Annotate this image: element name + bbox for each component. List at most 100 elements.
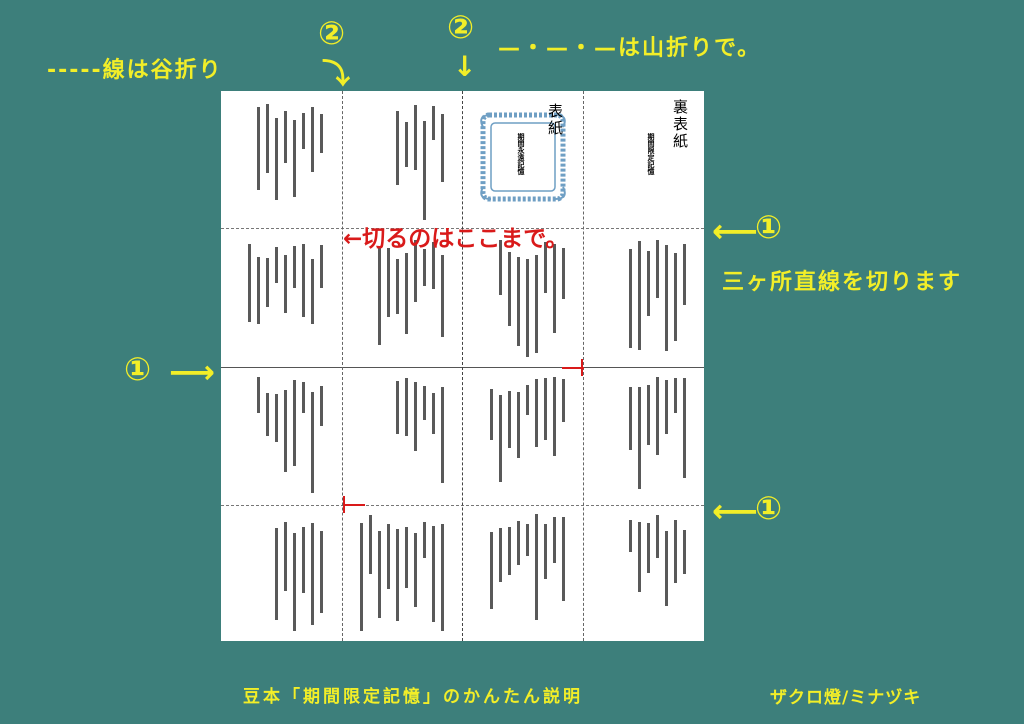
text-line	[508, 527, 511, 575]
text-line	[414, 240, 417, 302]
text-line	[553, 244, 556, 333]
text-line	[553, 377, 556, 456]
text-line	[320, 386, 323, 426]
text-line	[638, 387, 641, 489]
text-line	[517, 392, 520, 458]
text-line	[629, 520, 632, 552]
front-cover-subtitle: 期間永遠記憶	[517, 133, 525, 175]
text-line	[517, 257, 520, 346]
text-line	[544, 524, 547, 579]
marker-2-right: ②	[447, 8, 475, 46]
text-line	[396, 381, 399, 434]
text-line	[293, 246, 296, 288]
text-line	[432, 242, 435, 289]
back-cover-subtitle: 期間限定記憶	[647, 133, 655, 175]
marker-1-bottom: ①	[755, 489, 783, 527]
text-line	[629, 249, 632, 348]
text-line	[441, 255, 444, 337]
mountain-fold-note: —・—・—は山折りで。	[498, 36, 762, 61]
left-arrow-icon-2: ⟵	[712, 492, 758, 530]
cut-stop-mark-lower-tick	[343, 496, 345, 513]
cut-three-places-note: 三ヶ所直線を切ります	[722, 270, 963, 295]
text-line	[302, 382, 305, 413]
left-arrow-icon-1: ⟵	[712, 212, 758, 250]
text-line	[320, 245, 323, 288]
text-line	[499, 395, 502, 482]
cut-stop-mark-lower	[343, 504, 365, 506]
valley-fold-line-left	[342, 91, 343, 641]
text-line	[656, 240, 659, 298]
booklet-sheet: 表紙 期間永遠記憶 裏表紙 期間限定記憶	[221, 91, 704, 641]
text-line	[535, 514, 538, 620]
text-line	[257, 107, 260, 190]
text-line	[387, 248, 390, 317]
text-line	[293, 380, 296, 466]
marker-1-left: ①	[124, 350, 152, 388]
text-line	[526, 259, 529, 357]
text-line	[526, 524, 529, 556]
text-line	[320, 531, 323, 613]
text-line	[553, 517, 556, 563]
text-line	[423, 121, 426, 220]
text-line	[302, 113, 305, 149]
text-line	[275, 528, 278, 620]
text-line	[508, 391, 511, 448]
text-line	[293, 120, 296, 197]
text-line	[284, 522, 287, 591]
text-line	[674, 520, 677, 583]
text-line	[629, 387, 632, 450]
back-cover-title: 裏表紙	[671, 99, 689, 150]
text-line	[562, 248, 565, 299]
text-line	[257, 257, 260, 324]
text-line	[266, 393, 269, 436]
marker-1-top: ①	[755, 208, 783, 246]
text-line	[414, 382, 417, 451]
text-line	[432, 393, 435, 434]
right-arrow-icon: ⟶	[169, 353, 215, 391]
text-line	[656, 377, 659, 455]
text-line	[275, 118, 278, 200]
text-line	[378, 531, 381, 618]
text-line	[535, 379, 538, 447]
text-line	[656, 515, 659, 558]
text-line	[311, 392, 314, 493]
text-line	[423, 249, 426, 286]
text-line	[284, 390, 287, 472]
text-line	[266, 104, 269, 173]
down-arrow-icon: ↓	[453, 50, 477, 83]
text-line	[414, 105, 417, 170]
text-line	[647, 385, 650, 445]
text-line	[683, 530, 686, 574]
valley-fold-note: -----線は谷折り	[47, 58, 223, 83]
text-line	[432, 526, 435, 622]
cut-until-here-note: ←切るのはここまで。	[343, 226, 569, 252]
text-line	[405, 527, 408, 588]
text-line	[275, 394, 278, 442]
curved-arrow-icon: ⤵	[322, 57, 351, 90]
text-line	[490, 532, 493, 609]
text-line	[647, 251, 650, 316]
footer-title: 豆本「期間限定記憶」のかんたん説明	[243, 687, 583, 707]
front-cover-title: 表紙	[546, 103, 564, 137]
text-line	[683, 378, 686, 478]
text-line	[508, 252, 511, 326]
text-line	[562, 517, 565, 601]
text-line	[257, 377, 260, 413]
text-line	[544, 378, 547, 440]
text-line	[674, 253, 677, 341]
text-line	[405, 378, 408, 436]
text-line	[674, 378, 677, 413]
valley-fold-line-right	[583, 91, 584, 641]
text-line	[311, 523, 314, 625]
text-line	[535, 255, 538, 353]
text-line	[414, 533, 417, 607]
text-line	[526, 385, 529, 415]
text-line	[441, 114, 444, 182]
text-line	[423, 386, 426, 420]
text-line	[378, 248, 381, 345]
text-line	[490, 389, 493, 440]
text-line	[665, 531, 668, 606]
text-line	[441, 387, 444, 483]
text-line	[320, 114, 323, 153]
text-line	[517, 521, 520, 565]
